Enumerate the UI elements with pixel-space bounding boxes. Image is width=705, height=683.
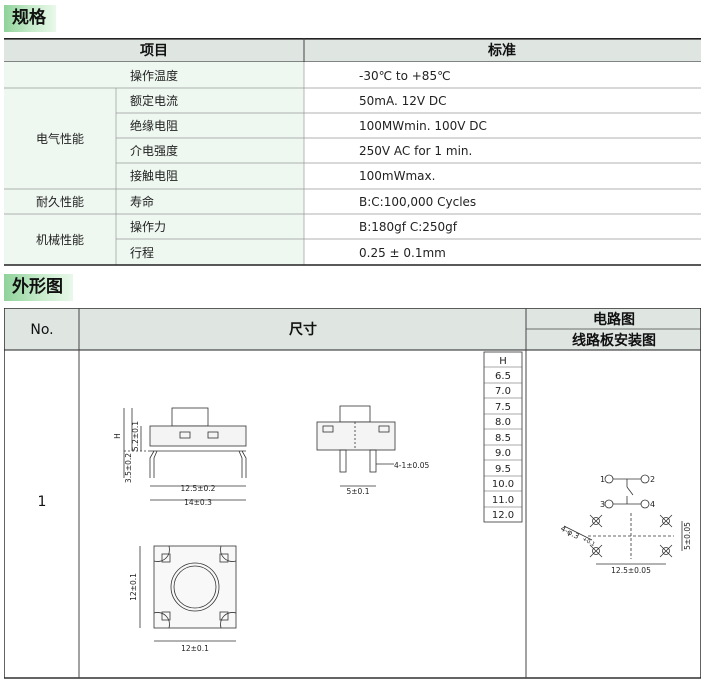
- spec-item: 额定电流: [130, 93, 178, 108]
- height-value: 6.5: [495, 371, 511, 382]
- outline-header-pcb: 线路板安装图: [572, 332, 656, 349]
- spec-standard: -30℃ to +85℃: [359, 69, 451, 83]
- height-table-header: H: [499, 356, 507, 367]
- height-value: 9.5: [495, 464, 511, 475]
- dim-pcb-5: 5±0.05: [683, 522, 692, 550]
- spec-section-title: 规格: [4, 5, 56, 32]
- spec-group-label: 机械性能: [36, 232, 84, 247]
- dim-side-5: 5±0.1: [347, 487, 370, 496]
- dim-top-12v: 12±0.1: [129, 573, 138, 601]
- spec-standard: 100MWmin. 100V DC: [359, 119, 487, 133]
- dim-front-125: 12.5±0.2: [181, 484, 216, 493]
- spec-group-label: 电气性能: [36, 131, 84, 146]
- height-value: 7.0: [495, 386, 511, 397]
- height-value: 10.0: [492, 479, 514, 490]
- height-value: 7.5: [495, 402, 511, 413]
- spec-standard: 250V AC for 1 min.: [359, 144, 472, 158]
- spec-standard: B:180gf C:250gf: [359, 220, 458, 234]
- spec-standard: 100mWmax.: [359, 169, 435, 183]
- dim-top-12h: 12±0.1: [181, 644, 209, 653]
- side-view-drawing: [316, 405, 396, 487]
- height-value: 11.0: [492, 495, 514, 506]
- spec-item: 寿命: [130, 194, 154, 209]
- spec-item: 接触电阻: [130, 168, 178, 183]
- dim-pcb-hole: 4-φ.3: [559, 524, 581, 541]
- height-value: 8.0: [495, 417, 511, 428]
- spec-group-label: 耐久性能: [36, 195, 84, 209]
- pin-label: 1: [600, 475, 605, 484]
- outline-header-no: No.: [30, 322, 53, 338]
- spec-header-bg: [4, 38, 701, 62]
- height-value: 8.5: [495, 433, 511, 444]
- spec-item: 行程: [130, 245, 154, 260]
- dim-pcb-tol: +0.1: [581, 536, 596, 548]
- dim-front-14: 14±0.3: [184, 498, 212, 507]
- spec-item: 介电强度: [130, 143, 178, 158]
- dim-pcb-125: 12.5±0.05: [611, 566, 651, 575]
- outline-header-size: 尺寸: [289, 321, 317, 338]
- height-table: H 6.5 7.0 7.5 8.0 8.5 9.0 9.5 10.0 11.0 …: [483, 351, 523, 523]
- pcb-layout-drawing: [563, 513, 683, 565]
- spec-item: 操作温度: [130, 68, 178, 83]
- outline-section-title-text: 外形图: [12, 277, 63, 297]
- spec-header-item: 项目: [140, 43, 168, 59]
- outline-table: No. 尺寸 电路图 线路板安装图 1 H 6.5 7.0 7.5 8.0 8.…: [4, 308, 701, 679]
- dim-front-35: 3.5±0.2: [124, 453, 133, 483]
- pin-label: 4: [650, 500, 655, 509]
- spec-standard: B:C:100,000 Cycles: [359, 195, 476, 209]
- dim-side-41: 4-1±0.05: [394, 461, 429, 470]
- spec-left-bg: [4, 62, 304, 265]
- height-value: 12.0: [492, 510, 514, 521]
- dim-front-52: 5.2±0.1: [131, 421, 140, 451]
- outline-row-no: 1: [38, 494, 47, 510]
- circuit-diagram: [604, 474, 650, 509]
- spec-item: 绝缘电阻: [130, 118, 178, 133]
- spec-header-standard: 标准: [487, 42, 516, 59]
- spec-table: 项目 标准 操作温度 电气性能 耐久性能 机械性能 额定电流 绝缘电阻 介电强度…: [4, 38, 701, 266]
- outline-section-title: 外形图: [4, 274, 73, 301]
- pin-label: 3: [600, 500, 605, 509]
- spec-standard: 0.25 ± 0.1mm: [359, 246, 446, 260]
- pin-label: 2: [650, 475, 655, 484]
- spec-item: 操作力: [130, 219, 166, 234]
- outline-header-circuit: 电路图: [593, 311, 635, 328]
- height-value: 9.0: [495, 448, 511, 459]
- top-view-drawing: [139, 545, 237, 642]
- dim-front-h: H: [113, 433, 122, 439]
- front-view-drawing: [123, 407, 247, 501]
- spec-section-title-text: 规格: [12, 8, 46, 28]
- spec-standard: 50mA. 12V DC: [359, 94, 447, 108]
